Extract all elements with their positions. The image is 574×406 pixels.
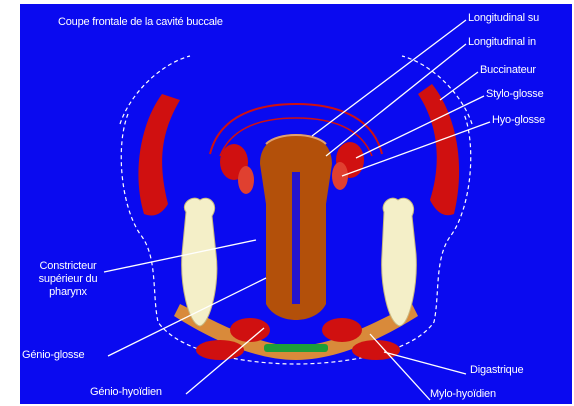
hyo-glosse-right [332,162,348,190]
label-digastrique: Digastrique [470,364,523,377]
digastrique-right [352,340,400,360]
diagram-panel: Coupe frontale de la cavité buccale Long… [20,4,572,404]
label-genio-hyoidien: Génio-hyoïdien [90,386,162,399]
diagram-title: Coupe frontale de la cavité buccale [58,16,223,29]
label-genio-glosse: Génio-glosse [22,349,84,362]
raphe [264,344,328,352]
genio-hyoidien-left [230,318,270,342]
buccinator-right [418,84,459,215]
label-hyo-glosse: Hyo-glosse [492,114,545,127]
tooth-right [382,198,417,326]
buccinator-left [138,94,180,216]
genio-hyoidien-right [322,318,362,342]
label-mylo-hyoidien: Mylo-hyoïdien [430,388,496,401]
label-constricteur: Constricteur supérieur du pharynx [20,260,116,299]
label-buccinateur: Buccinateur [480,64,536,77]
hyo-glosse-left [238,166,254,194]
tooth-left [182,198,217,326]
label-longitudinal-inferieur: Longitudinal in [468,36,536,49]
label-stylo-glosse: Stylo-glosse [486,88,544,101]
digastrique-left [196,340,244,360]
label-longitudinal-superieur: Longitudinal su [468,12,539,25]
tongue-septum [292,172,300,304]
